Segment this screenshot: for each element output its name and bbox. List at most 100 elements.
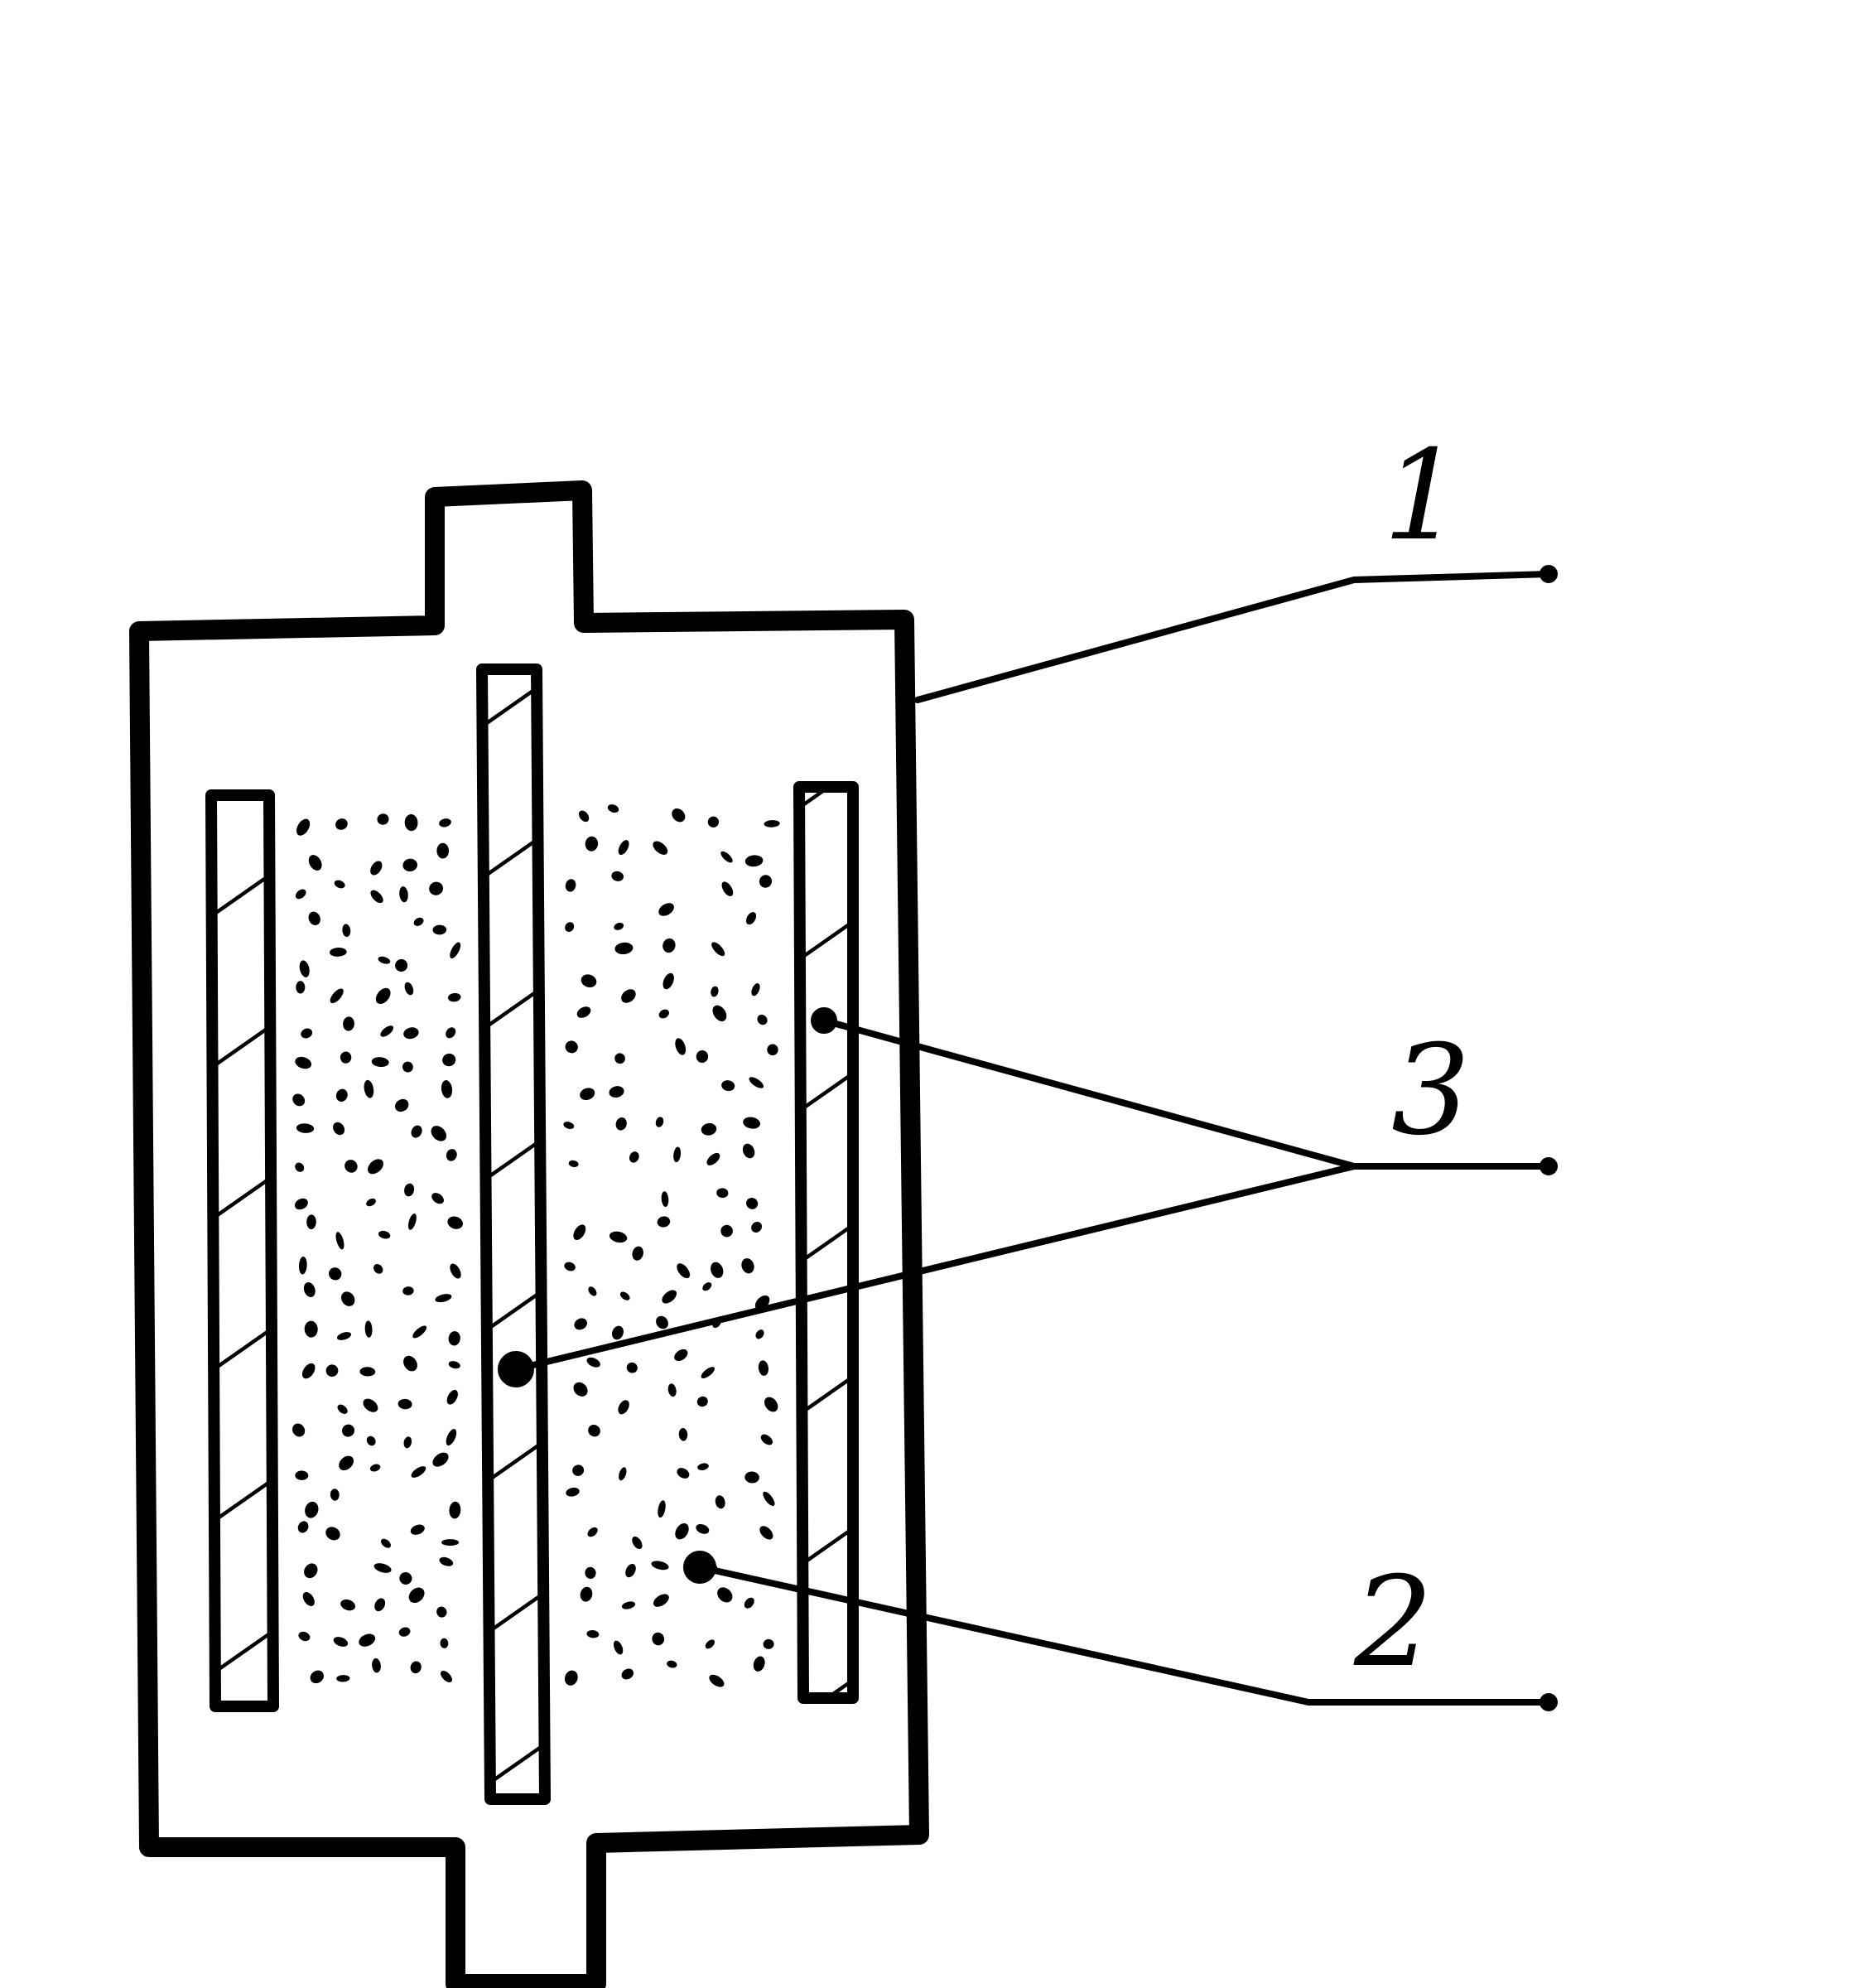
filler-grain [303,1282,316,1297]
filler-grain [378,1230,391,1239]
filler-grain [763,1638,774,1649]
filler-grain [696,1050,709,1063]
filler-grain [413,917,424,926]
filler-grain [442,1053,456,1067]
filler-grain [441,1671,452,1682]
filler-grain [662,972,674,990]
filler-grain [295,1470,309,1480]
filler-grain [340,1599,356,1611]
filler-grain [343,1016,354,1031]
filler-grain [615,1117,627,1131]
filler-grain [410,1661,422,1674]
filler-grain [759,875,773,888]
filler-grain [585,1566,596,1579]
label-2: 2 [1353,1551,1433,1695]
filler-grain [336,1332,352,1340]
filler-grain [629,1151,639,1163]
filler-grain [587,1527,598,1537]
filler-grain [335,1088,348,1102]
filler-grain [673,1146,682,1163]
filler-grain [364,1320,373,1338]
filler-grain [760,1434,773,1445]
filler-grain [448,1331,460,1346]
filler-grain [755,1329,764,1339]
filler-grain [292,1423,306,1437]
filler-grain [295,1162,305,1172]
filler-grain [614,922,624,930]
filler-grain [697,1463,709,1470]
filler-grain [441,1539,460,1546]
filler-grain [632,1536,643,1550]
filler-grain [402,858,417,872]
filler-grain [614,1053,625,1064]
filler-grain [751,983,760,996]
filler-grain [564,1262,576,1271]
filler-grain [403,1355,417,1372]
filler-grain [296,1123,315,1133]
filler-grain [341,1424,355,1437]
filler-grain [341,1291,355,1306]
filler-grain [446,1429,457,1446]
filler-grain [696,1524,710,1534]
filler-grain [658,903,674,916]
filler-grain [410,1524,425,1535]
filler-grain [711,942,725,957]
filler-grain [609,1086,624,1098]
filler-grain [407,1214,417,1230]
filler-grain [619,1291,630,1300]
filler-grain [672,808,686,823]
filler-grain [716,1188,729,1199]
filler-grain [436,842,450,859]
filler-grain [359,1633,376,1647]
filler-grain [329,947,347,957]
filler-grain [651,1561,669,1571]
filler-grain [325,1364,339,1378]
filler-grain [574,1318,587,1330]
filler-grain [404,1183,415,1197]
filler-grain [746,1197,759,1209]
filler-grain [395,958,408,972]
filler-grain [295,889,306,900]
filler-grain [621,1601,636,1609]
filler-grain [578,810,590,823]
filler-grain [751,1222,763,1233]
filler-grain [701,1122,717,1136]
filler-grain [632,1246,643,1261]
filler-grain [749,1077,764,1088]
filler-grain [764,1397,778,1412]
filler-grain [658,1500,666,1518]
filler-grain [335,818,348,830]
filler-grain [566,1487,580,1497]
filler-grain [380,1025,394,1037]
filler-grain [745,912,757,925]
filler-grain [449,1501,461,1519]
filler-grain [709,1674,725,1687]
filler-grain [711,986,719,997]
filler-grain [295,1056,312,1069]
filler-grain [330,988,344,1004]
filler-grain [297,1521,309,1533]
filler-grain [364,1079,374,1098]
filler-grain [656,1315,668,1329]
filler-grain [721,1080,735,1092]
filler-grain [301,1028,313,1039]
filler-grain [618,1400,629,1415]
filler-grain [611,871,624,881]
filler-grain [394,1098,409,1112]
filler-grain [431,1126,447,1141]
right-electrode [793,781,859,1704]
filler-grain [619,1467,627,1481]
filler-grain [375,987,391,1005]
filler-grain [744,1471,759,1484]
filler-grain [372,1658,381,1673]
filler-grain [743,1117,761,1129]
filler-grain [436,1606,447,1618]
filler-grain [711,1262,724,1278]
filler-grain [613,1640,624,1655]
filler-grain [431,1193,444,1204]
filler-grain [435,1294,452,1303]
filler-grain [625,1563,636,1578]
filler-grain [447,1216,463,1229]
filler-grain [404,982,414,996]
filler-grain [369,1464,381,1472]
